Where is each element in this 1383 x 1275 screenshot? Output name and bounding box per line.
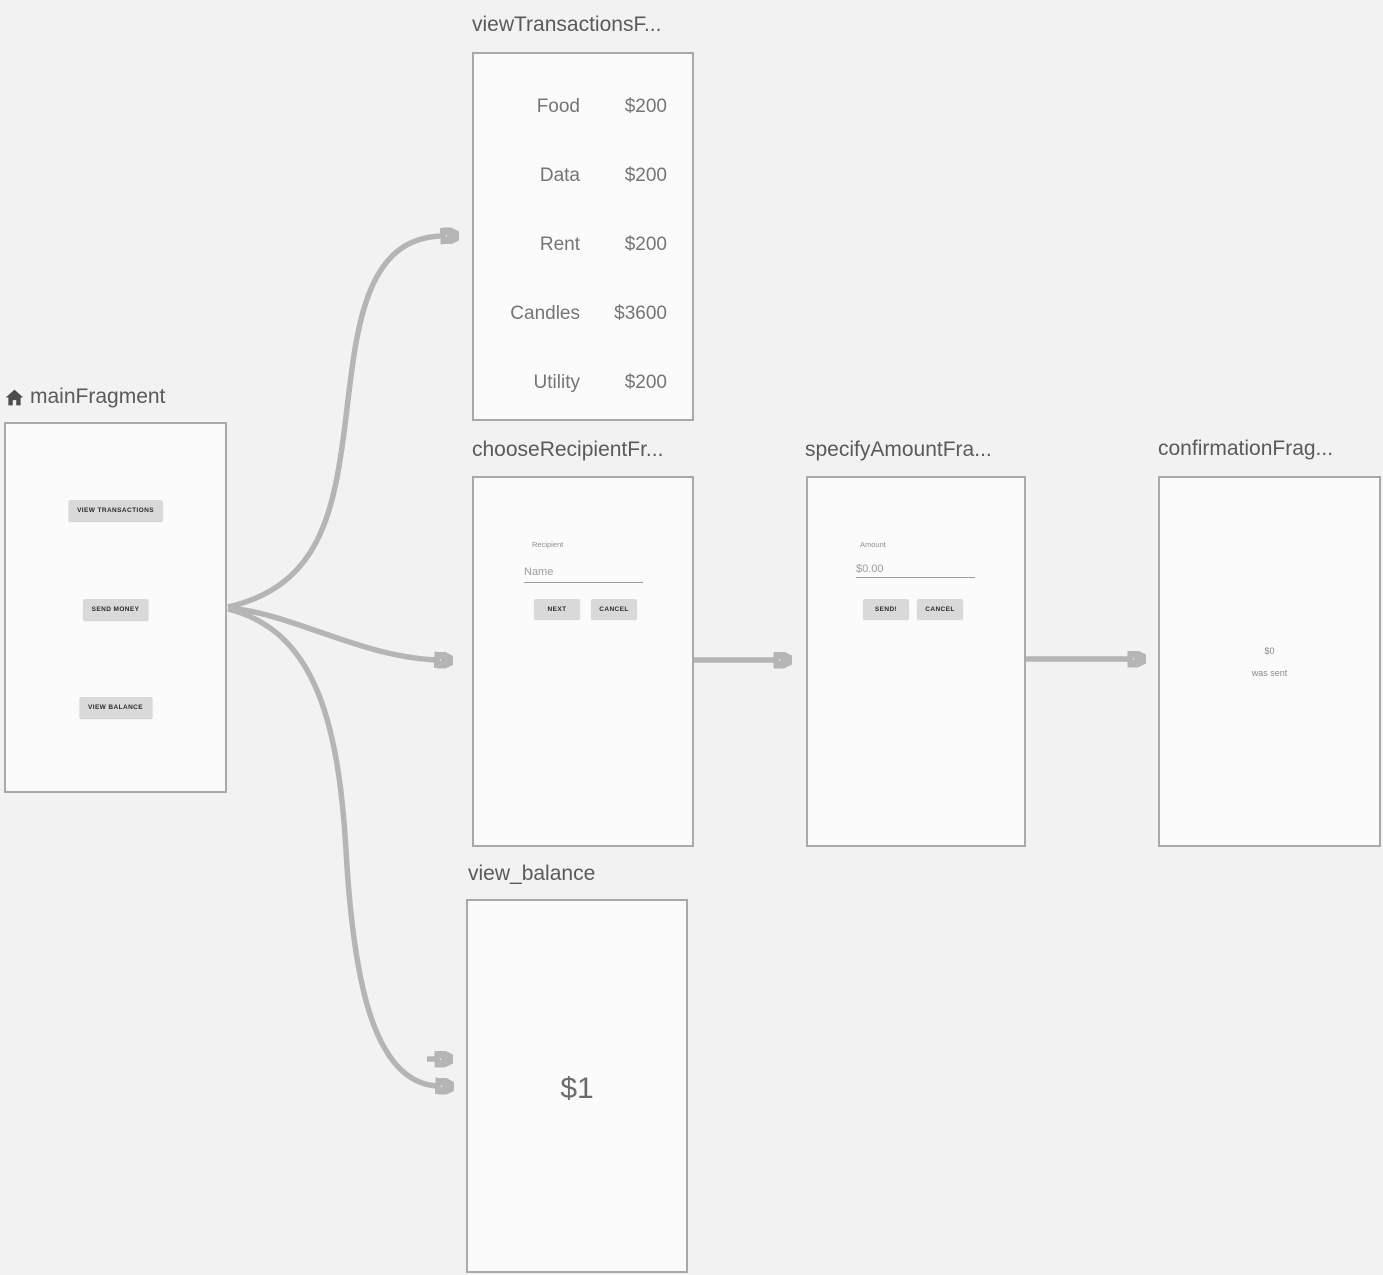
- fragment-preview-choose-recipient[interactable]: Recipient Name NEXT CANCEL: [472, 476, 694, 847]
- node-title-label: specifyAmountFra...: [805, 438, 992, 461]
- transaction-label: Utility: [533, 372, 580, 393]
- node-title-specify-amount[interactable]: specifyAmountFra...: [805, 437, 992, 463]
- transaction-row: Food $200: [510, 96, 667, 118]
- view-transactions-button: VIEW TRANSACTIONS: [68, 500, 163, 521]
- transaction-label: Data: [539, 165, 580, 186]
- amount-field-label: Amount: [860, 540, 886, 549]
- transaction-label: Food: [536, 96, 580, 117]
- balance-value: $1: [560, 1072, 594, 1105]
- fragment-preview-main[interactable]: VIEW TRANSACTIONS SEND MONEY VIEW BALANC…: [4, 422, 227, 793]
- view-balance-button: VIEW BALANCE: [79, 697, 152, 718]
- next-button: NEXT: [534, 599, 580, 619]
- node-title-label: viewTransactionsF...: [472, 13, 662, 36]
- edge-main-to-view-transactions[interactable]: [227, 236, 443, 610]
- node-title-label: chooseRecipientFr...: [472, 438, 664, 461]
- transaction-amount: $200: [624, 165, 667, 186]
- input-underline: [856, 577, 975, 578]
- node-title-label: view_balance: [468, 862, 596, 885]
- fragment-preview-view-transactions[interactable]: Food $200 Data $200 Rent $200 Candles $3…: [472, 52, 694, 421]
- transaction-amount: $200: [624, 372, 667, 393]
- amount-input: $0.00: [856, 563, 884, 575]
- send-money-button: SEND MONEY: [82, 599, 149, 620]
- transaction-row: Rent $200: [510, 234, 667, 256]
- home-icon: [5, 389, 24, 405]
- fragment-preview-confirmation[interactable]: $0 was sent: [1158, 476, 1381, 847]
- recipient-field-label: Recipient: [532, 540, 564, 549]
- transaction-row: Candles $3600: [510, 303, 667, 325]
- node-title-choose-recipient[interactable]: chooseRecipientFr...: [472, 437, 663, 463]
- confirmation-message: was sent: [1251, 668, 1288, 678]
- fragment-preview-specify-amount[interactable]: Amount $0.00 SEND! CANCEL: [806, 476, 1026, 847]
- input-underline: [524, 582, 643, 583]
- transaction-row: Utility $200: [510, 372, 667, 394]
- transaction-amount: $3600: [614, 303, 667, 324]
- confirmation-amount: $0: [1264, 646, 1275, 656]
- transaction-row: Data $200: [510, 165, 667, 187]
- transaction-label: Rent: [539, 234, 580, 255]
- transactions-list: Food $200 Data $200 Rent $200 Candles $3…: [474, 54, 692, 419]
- node-title-confirmation[interactable]: confirmationFrag...: [1158, 436, 1333, 462]
- node-title-view-balance[interactable]: view_balance: [468, 861, 595, 887]
- node-title-view-transactions[interactable]: viewTransactionsF...: [472, 12, 661, 38]
- node-title-label: mainFragment: [30, 385, 166, 408]
- node-title-label: confirmationFrag...: [1158, 437, 1334, 460]
- edge-main-to-view-balance[interactable]: [227, 606, 438, 1086]
- edge-main-to-choose-recipient[interactable]: [227, 605, 437, 660]
- send-button: SEND!: [863, 599, 909, 619]
- transaction-label: Candles: [510, 303, 580, 324]
- transaction-amount: $200: [624, 234, 667, 255]
- cancel-button: CANCEL: [917, 599, 963, 619]
- cancel-button: CANCEL: [591, 599, 637, 619]
- recipient-name-input: Name: [524, 566, 554, 578]
- fragment-preview-view-balance[interactable]: $1: [466, 899, 688, 1273]
- transaction-amount: $200: [624, 96, 667, 117]
- node-title-main-fragment[interactable]: mainFragment: [4, 384, 165, 410]
